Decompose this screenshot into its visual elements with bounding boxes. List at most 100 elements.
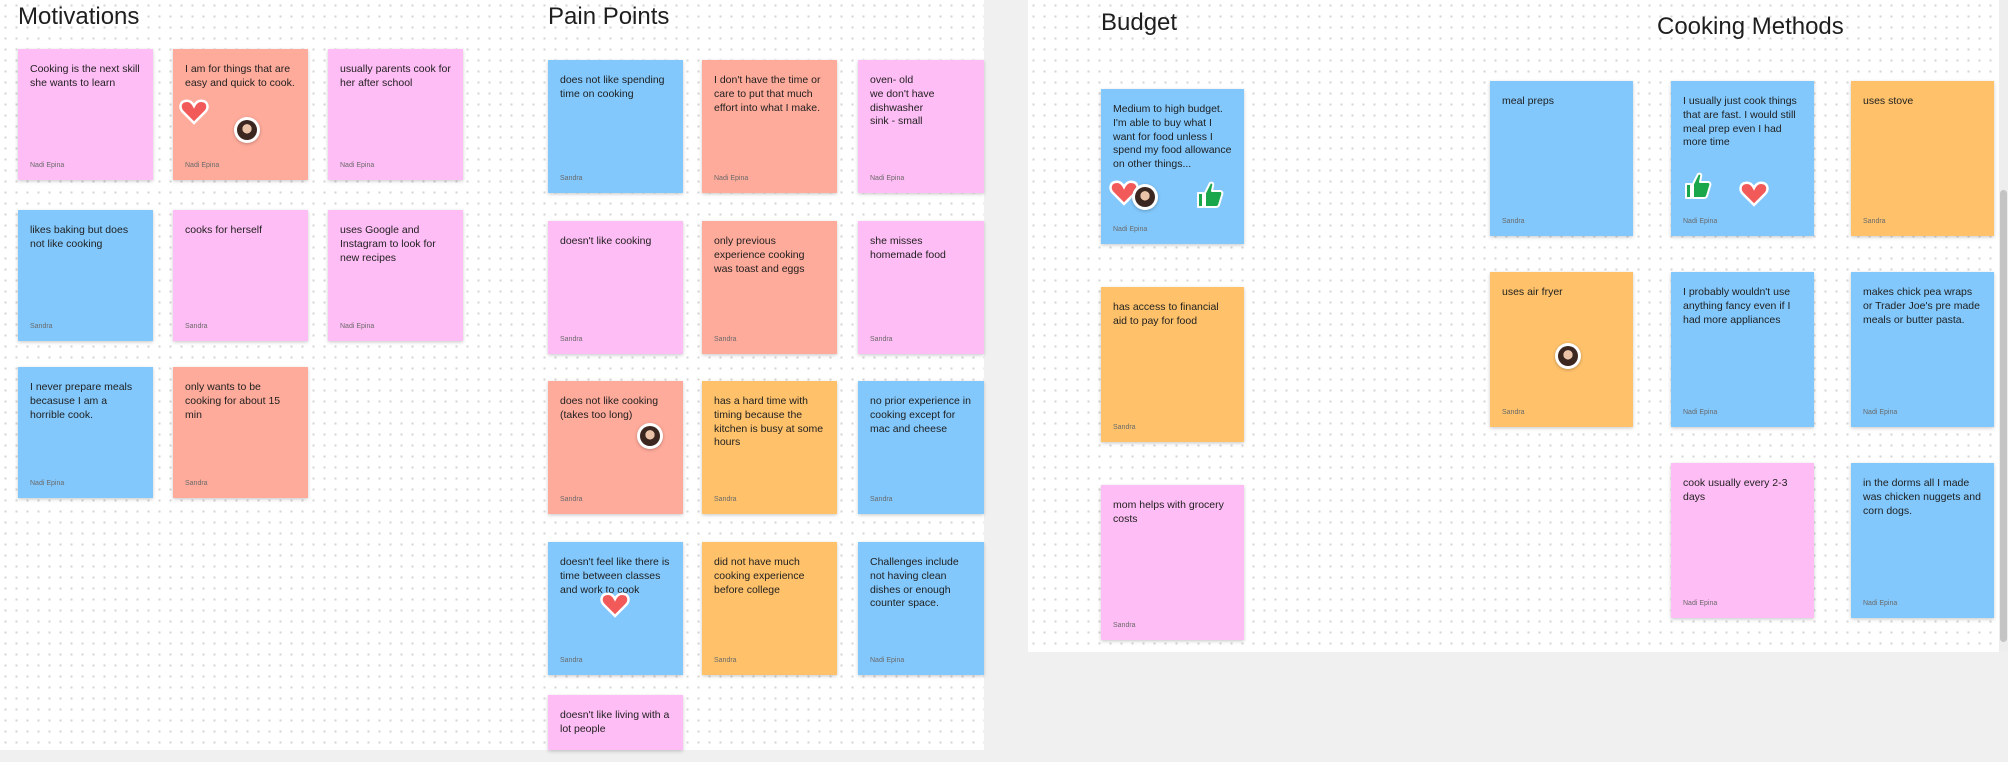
note-author: Nadi Epina — [1683, 600, 1718, 607]
sticky-note[interactable]: I am for things that are easy and quick … — [173, 49, 308, 180]
note-text: I usually just cook things that are fast… — [1683, 95, 1797, 149]
note-author: Sandra — [870, 496, 893, 503]
sticky-note[interactable]: Challenges include not having clean dish… — [858, 542, 984, 675]
sticky-note[interactable]: mom helps with grocery costs Sandra — [1101, 485, 1244, 640]
note-author: Nadi Epina — [1863, 409, 1898, 416]
note-text: Challenges include not having clean dish… — [870, 556, 959, 610]
note-text: mom helps with grocery costs — [1113, 499, 1224, 525]
sticky-note[interactable]: no prior experience in cooking except fo… — [858, 381, 984, 514]
sticky-note[interactable]: has a hard time with timing because the … — [702, 381, 837, 514]
note-author: Nadi Epina — [1863, 600, 1898, 607]
sticky-note[interactable]: usually parents cook for her after schoo… — [328, 49, 463, 180]
section-title-motivations: Motivations — [18, 3, 140, 30]
sticky-note[interactable]: Cooking is the next skill she wants to l… — [18, 49, 153, 180]
note-text: only wants to be cooking for about 15 mi… — [185, 381, 281, 421]
note-author: Sandra — [185, 480, 208, 487]
note-author: Sandra — [560, 336, 583, 343]
sticky-note[interactable]: only wants to be cooking for about 15 mi… — [173, 367, 308, 498]
note-author: Nadi Epina — [30, 480, 65, 487]
note-text: did not have much cooking experience bef… — [714, 556, 805, 596]
section-title-cooking-methods: Cooking Methods — [1657, 13, 1844, 40]
note-author: Sandra — [560, 496, 583, 503]
note-text: does not like spending time on cooking — [560, 74, 665, 100]
vertical-scrollbar[interactable] — [1999, 0, 2008, 652]
sticky-note[interactable]: I never prepare meals becasuse I am a ho… — [18, 367, 153, 498]
note-text: I never prepare meals becasuse I am a ho… — [30, 381, 133, 421]
note-author: Nadi Epina — [714, 175, 749, 182]
note-text: I probably wouldn't use anything fancy e… — [1683, 286, 1791, 326]
thumbs-up-icon[interactable] — [1683, 171, 1713, 201]
section-title-budget: Budget — [1101, 9, 1178, 36]
sticky-note[interactable]: I don't have the time or care to put tha… — [702, 60, 837, 193]
sticky-note[interactable]: makes chick pea wraps or Trader Joe's pr… — [1851, 272, 1994, 427]
note-author: Sandra — [870, 336, 893, 343]
note-text: cooks for herself — [185, 224, 263, 236]
sticky-note[interactable]: does not like cooking (takes too long) S… — [548, 381, 683, 514]
note-author: Sandra — [560, 175, 583, 182]
thumbs-up-icon[interactable] — [1195, 180, 1225, 210]
avatar[interactable] — [637, 423, 663, 449]
sticky-note[interactable]: I usually just cook things that are fast… — [1671, 81, 1814, 236]
sticky-note[interactable]: has access to financial aid to pay for f… — [1101, 287, 1244, 442]
sticky-note[interactable]: uses air fryer Sandra — [1490, 272, 1633, 427]
note-text: meal preps — [1502, 95, 1554, 107]
note-text: doesn't like cooking — [560, 235, 652, 247]
note-text: likes baking but does not like cooking — [30, 224, 129, 250]
note-text: in the dorms all I made was chicken nugg… — [1863, 477, 1981, 517]
sticky-note[interactable]: oven- old we don't have dishwasher sink … — [858, 60, 984, 193]
note-text: uses stove — [1863, 95, 1914, 107]
note-text: oven- old we don't have dishwasher sink … — [870, 74, 935, 128]
note-author: Nadi Epina — [1113, 226, 1148, 233]
note-text: has a hard time with timing because the … — [714, 395, 824, 449]
note-text: uses air fryer — [1502, 286, 1563, 298]
note-author: Sandra — [714, 657, 737, 664]
note-text: usually parents cook for her after schoo… — [340, 63, 451, 89]
note-text: I don't have the time or care to put tha… — [714, 74, 821, 114]
avatar[interactable] — [1132, 184, 1158, 210]
note-text: no prior experience in cooking except fo… — [870, 395, 971, 435]
note-author: Sandra — [714, 496, 737, 503]
note-author: Sandra — [1502, 218, 1525, 225]
note-author: Nadi Epina — [185, 162, 220, 169]
avatar[interactable] — [234, 117, 260, 143]
sticky-note[interactable]: doesn't like living with a lot people — [548, 695, 683, 750]
note-text: Cooking is the next skill she wants to l… — [30, 63, 140, 89]
sticky-note[interactable]: meal preps Sandra — [1490, 81, 1633, 236]
sticky-note[interactable]: doesn't feel like there is time between … — [548, 542, 683, 675]
note-text: has access to financial aid to pay for f… — [1113, 301, 1219, 327]
sticky-note[interactable]: Medium to high budget. I'm able to buy w… — [1101, 89, 1244, 244]
note-author: Nadi Epina — [870, 175, 905, 182]
sticky-note[interactable]: only previous experience cooking was toa… — [702, 221, 837, 354]
sticky-note[interactable]: I probably wouldn't use anything fancy e… — [1671, 272, 1814, 427]
sticky-note[interactable]: cooks for herself Sandra — [173, 210, 308, 341]
sticky-note[interactable]: in the dorms all I made was chicken nugg… — [1851, 463, 1994, 618]
heart-icon[interactable] — [1109, 180, 1139, 206]
sticky-note[interactable]: uses Google and Instagram to look for ne… — [328, 210, 463, 341]
note-text: uses Google and Instagram to look for ne… — [340, 224, 436, 264]
avatar[interactable] — [1555, 343, 1581, 369]
sticky-note[interactable]: does not like spending time on cooking S… — [548, 60, 683, 193]
note-author: Sandra — [185, 323, 208, 330]
note-text: makes chick pea wraps or Trader Joe's pr… — [1863, 286, 1980, 326]
sticky-note[interactable]: doesn't like cooking Sandra — [548, 221, 683, 354]
heart-icon[interactable] — [1739, 181, 1769, 207]
note-author: Sandra — [1863, 218, 1886, 225]
heart-icon[interactable] — [179, 99, 209, 125]
sticky-note[interactable]: she misses homemade food Sandra — [858, 221, 984, 354]
heart-icon[interactable] — [600, 592, 630, 618]
note-text: only previous experience cooking was toa… — [714, 235, 805, 275]
sticky-note[interactable]: uses stove Sandra — [1851, 81, 1994, 236]
section-title-pain-points: Pain Points — [548, 3, 670, 30]
sticky-note[interactable]: did not have much cooking experience bef… — [702, 542, 837, 675]
sticky-note[interactable]: cook usually every 2-3 days Nadi Epina — [1671, 463, 1814, 618]
note-author: Nadi Epina — [1683, 218, 1718, 225]
note-author: Sandra — [1502, 409, 1525, 416]
note-author: Sandra — [1113, 424, 1136, 431]
scrollbar-thumb[interactable] — [2000, 190, 2007, 642]
note-text: cook usually every 2-3 days — [1683, 477, 1788, 503]
note-text: she misses homemade food — [870, 235, 946, 261]
note-author: Nadi Epina — [1683, 409, 1718, 416]
note-author: Nadi Epina — [340, 162, 375, 169]
note-text: I am for things that are easy and quick … — [185, 63, 295, 89]
sticky-note[interactable]: likes baking but does not like cooking S… — [18, 210, 153, 341]
